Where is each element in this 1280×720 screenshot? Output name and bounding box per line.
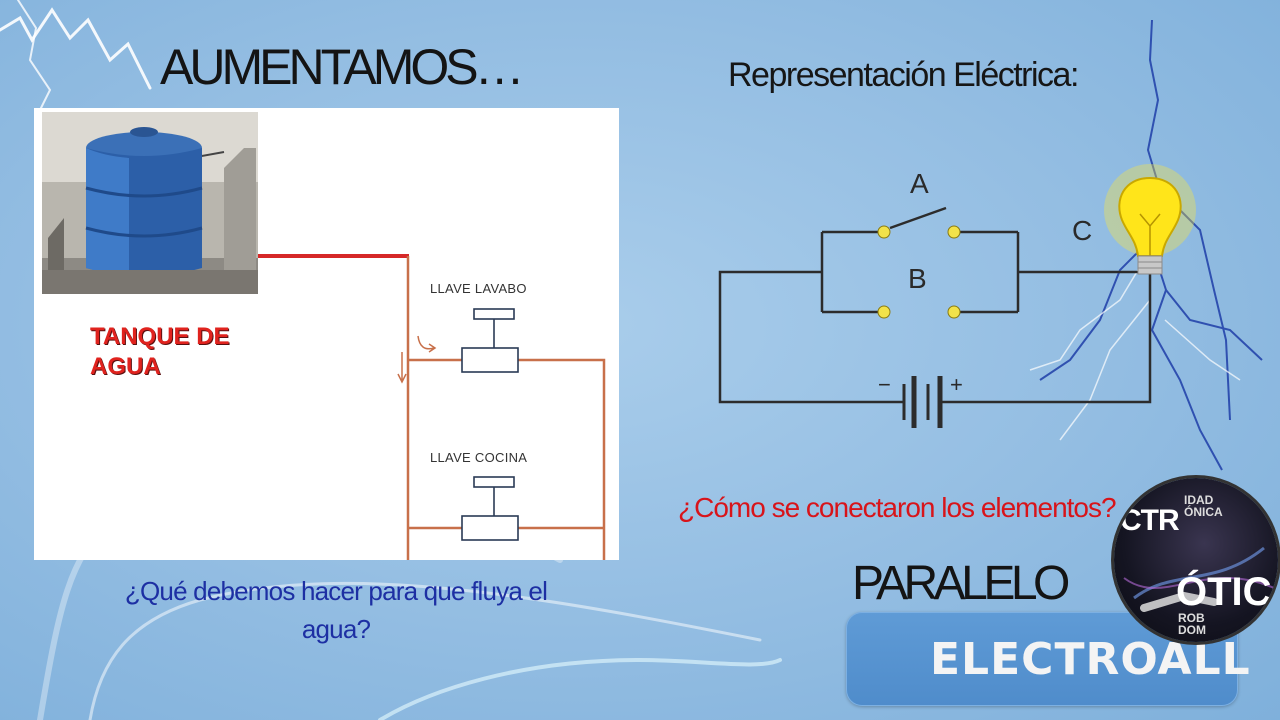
battery-plus-label: + [950, 372, 963, 397]
water-diagram-panel: TANQUE DE AGUA LLAVE LAVABO LLAVE COCINA [34, 108, 619, 560]
lightning-streak-top-left [0, 7, 152, 90]
logo-text-small-bottom: ROB DOM [1178, 611, 1206, 637]
flow-arrow-curve [417, 335, 437, 353]
loop-right-wire [940, 270, 1152, 404]
tap-top-label: LLAVE LAVABO [430, 281, 527, 296]
battery-icon [902, 376, 943, 428]
switch-a-lever [889, 206, 947, 230]
battery-minus-label: − [878, 372, 891, 397]
logo-text-main: CTR [1120, 504, 1180, 537]
bulb-label: C [1072, 215, 1092, 246]
logo-background [1123, 546, 1275, 612]
switch-b-label: B [908, 263, 927, 294]
light-bulb-icon [1104, 164, 1196, 275]
top-branch-pipe [408, 358, 606, 560]
water-diagram [42, 112, 606, 560]
switch-contacts [877, 225, 961, 319]
circuit-subtitle: Representación Eléctrica: [728, 56, 1079, 94]
circuit-question: ¿Cómo se conectaron los elementos? [678, 492, 1117, 523]
water-question: ¿Qué debemos hacer para que fluya el agu… [124, 576, 548, 644]
tank-label: TANQUE DE AGUA [90, 323, 230, 380]
tap-lavabo [461, 308, 519, 373]
logo-text-small-top: IDAD ÓNICA [1184, 493, 1223, 519]
swirl-bottom-left-3 [378, 657, 782, 720]
tap-cocina [461, 476, 519, 541]
lightning-streak-top-left-2 [17, 0, 52, 111]
logo-text-side: ÓTIC [1176, 570, 1272, 614]
loop-left-wire [718, 270, 904, 404]
switch-a-label: A [910, 168, 929, 199]
tap-bottom-label: LLAVE COCINA [430, 450, 528, 465]
brand-text: ELECTROALL [930, 634, 1251, 685]
swirl-bottom-left-2 [88, 581, 762, 720]
brand-logo: CTR IDAD ÓNICA ROB DOM ÓTIC [1114, 478, 1278, 642]
water-tank-image [42, 112, 258, 294]
answer-text: PARALELO [852, 557, 1070, 610]
flow-arrow-down [397, 352, 407, 384]
slide-title: AUMENTAMOS… [160, 39, 525, 95]
